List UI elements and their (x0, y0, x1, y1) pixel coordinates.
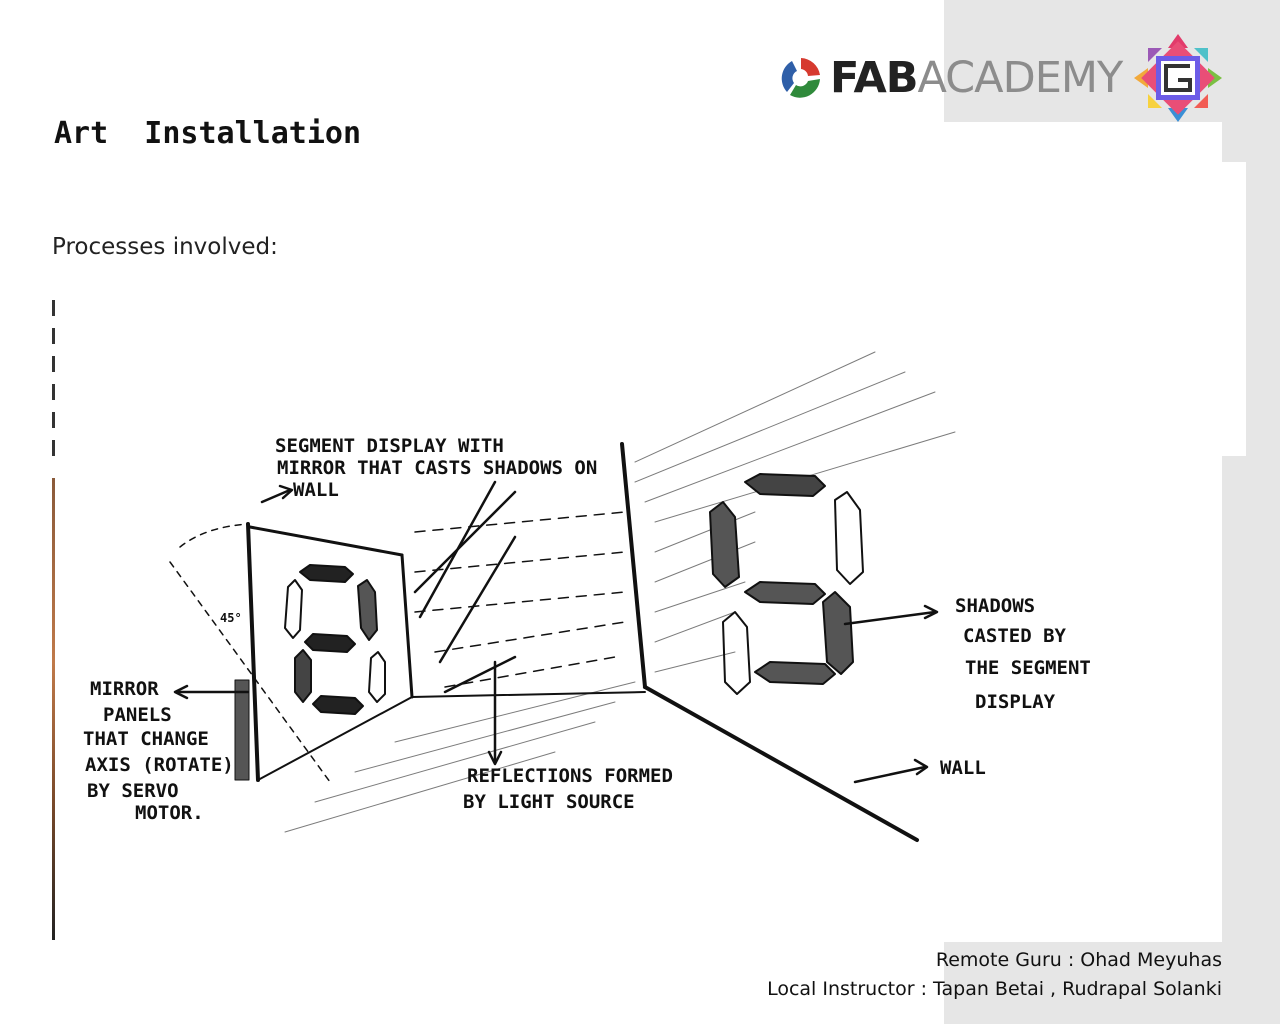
wall-label: WALL (940, 757, 986, 779)
mirror-label-line3: THAT CHANGE (83, 728, 209, 750)
local-instructor-credit: Local Instructor : Tapan Betai , Rudrapa… (767, 975, 1222, 1004)
logo-fab-text: FAB (830, 53, 918, 103)
mirror-label-line2: PANELS (103, 704, 172, 726)
remote-guru-credit: Remote Guru : Ohad Meyuhas (767, 946, 1222, 975)
fab-academy-logo: FABACADEMY (778, 30, 1228, 125)
section-subtitle: Processes involved: (52, 234, 278, 260)
mirror-label-line4: AXIS (ROTATE) (85, 754, 234, 776)
slide-title: Art Installation (54, 116, 361, 151)
shadows-label-line2: CASTED BY (963, 625, 1067, 647)
shadows-label-line1: SHADOWS (955, 595, 1035, 617)
mirror-label-line1: MIRROR (90, 678, 159, 700)
segment-label-line3: WALL (293, 479, 339, 501)
angle-label: 45° (220, 611, 242, 625)
shadows-label-line3: THE SEGMENT (965, 657, 1091, 679)
installation-sketch: SEGMENT DISPLAY WITH MIRROR THAT CASTS S… (55, 262, 1222, 942)
reflections-label-line2: BY LIGHT SOURCE (463, 791, 635, 813)
mirror-label-line5: BY SERVO (87, 780, 179, 802)
segment-label-line1: SEGMENT DISPLAY WITH (275, 435, 504, 457)
mirror-label-line6: MOTOR. (135, 802, 204, 824)
logo-academy-text: ACADEMY (918, 53, 1123, 103)
reflections-label-line1: REFLECTIONS FORMED (467, 765, 673, 787)
segment-label-line2: MIRROR THAT CASTS SHADOWS ON (277, 457, 597, 479)
fab-lab-logo-icon (778, 55, 824, 101)
shadows-label-line4: DISPLAY (975, 691, 1056, 713)
fab-academy-emblem-icon (1132, 32, 1224, 124)
credits-footer: Remote Guru : Ohad Meyuhas Local Instruc… (767, 946, 1222, 1004)
